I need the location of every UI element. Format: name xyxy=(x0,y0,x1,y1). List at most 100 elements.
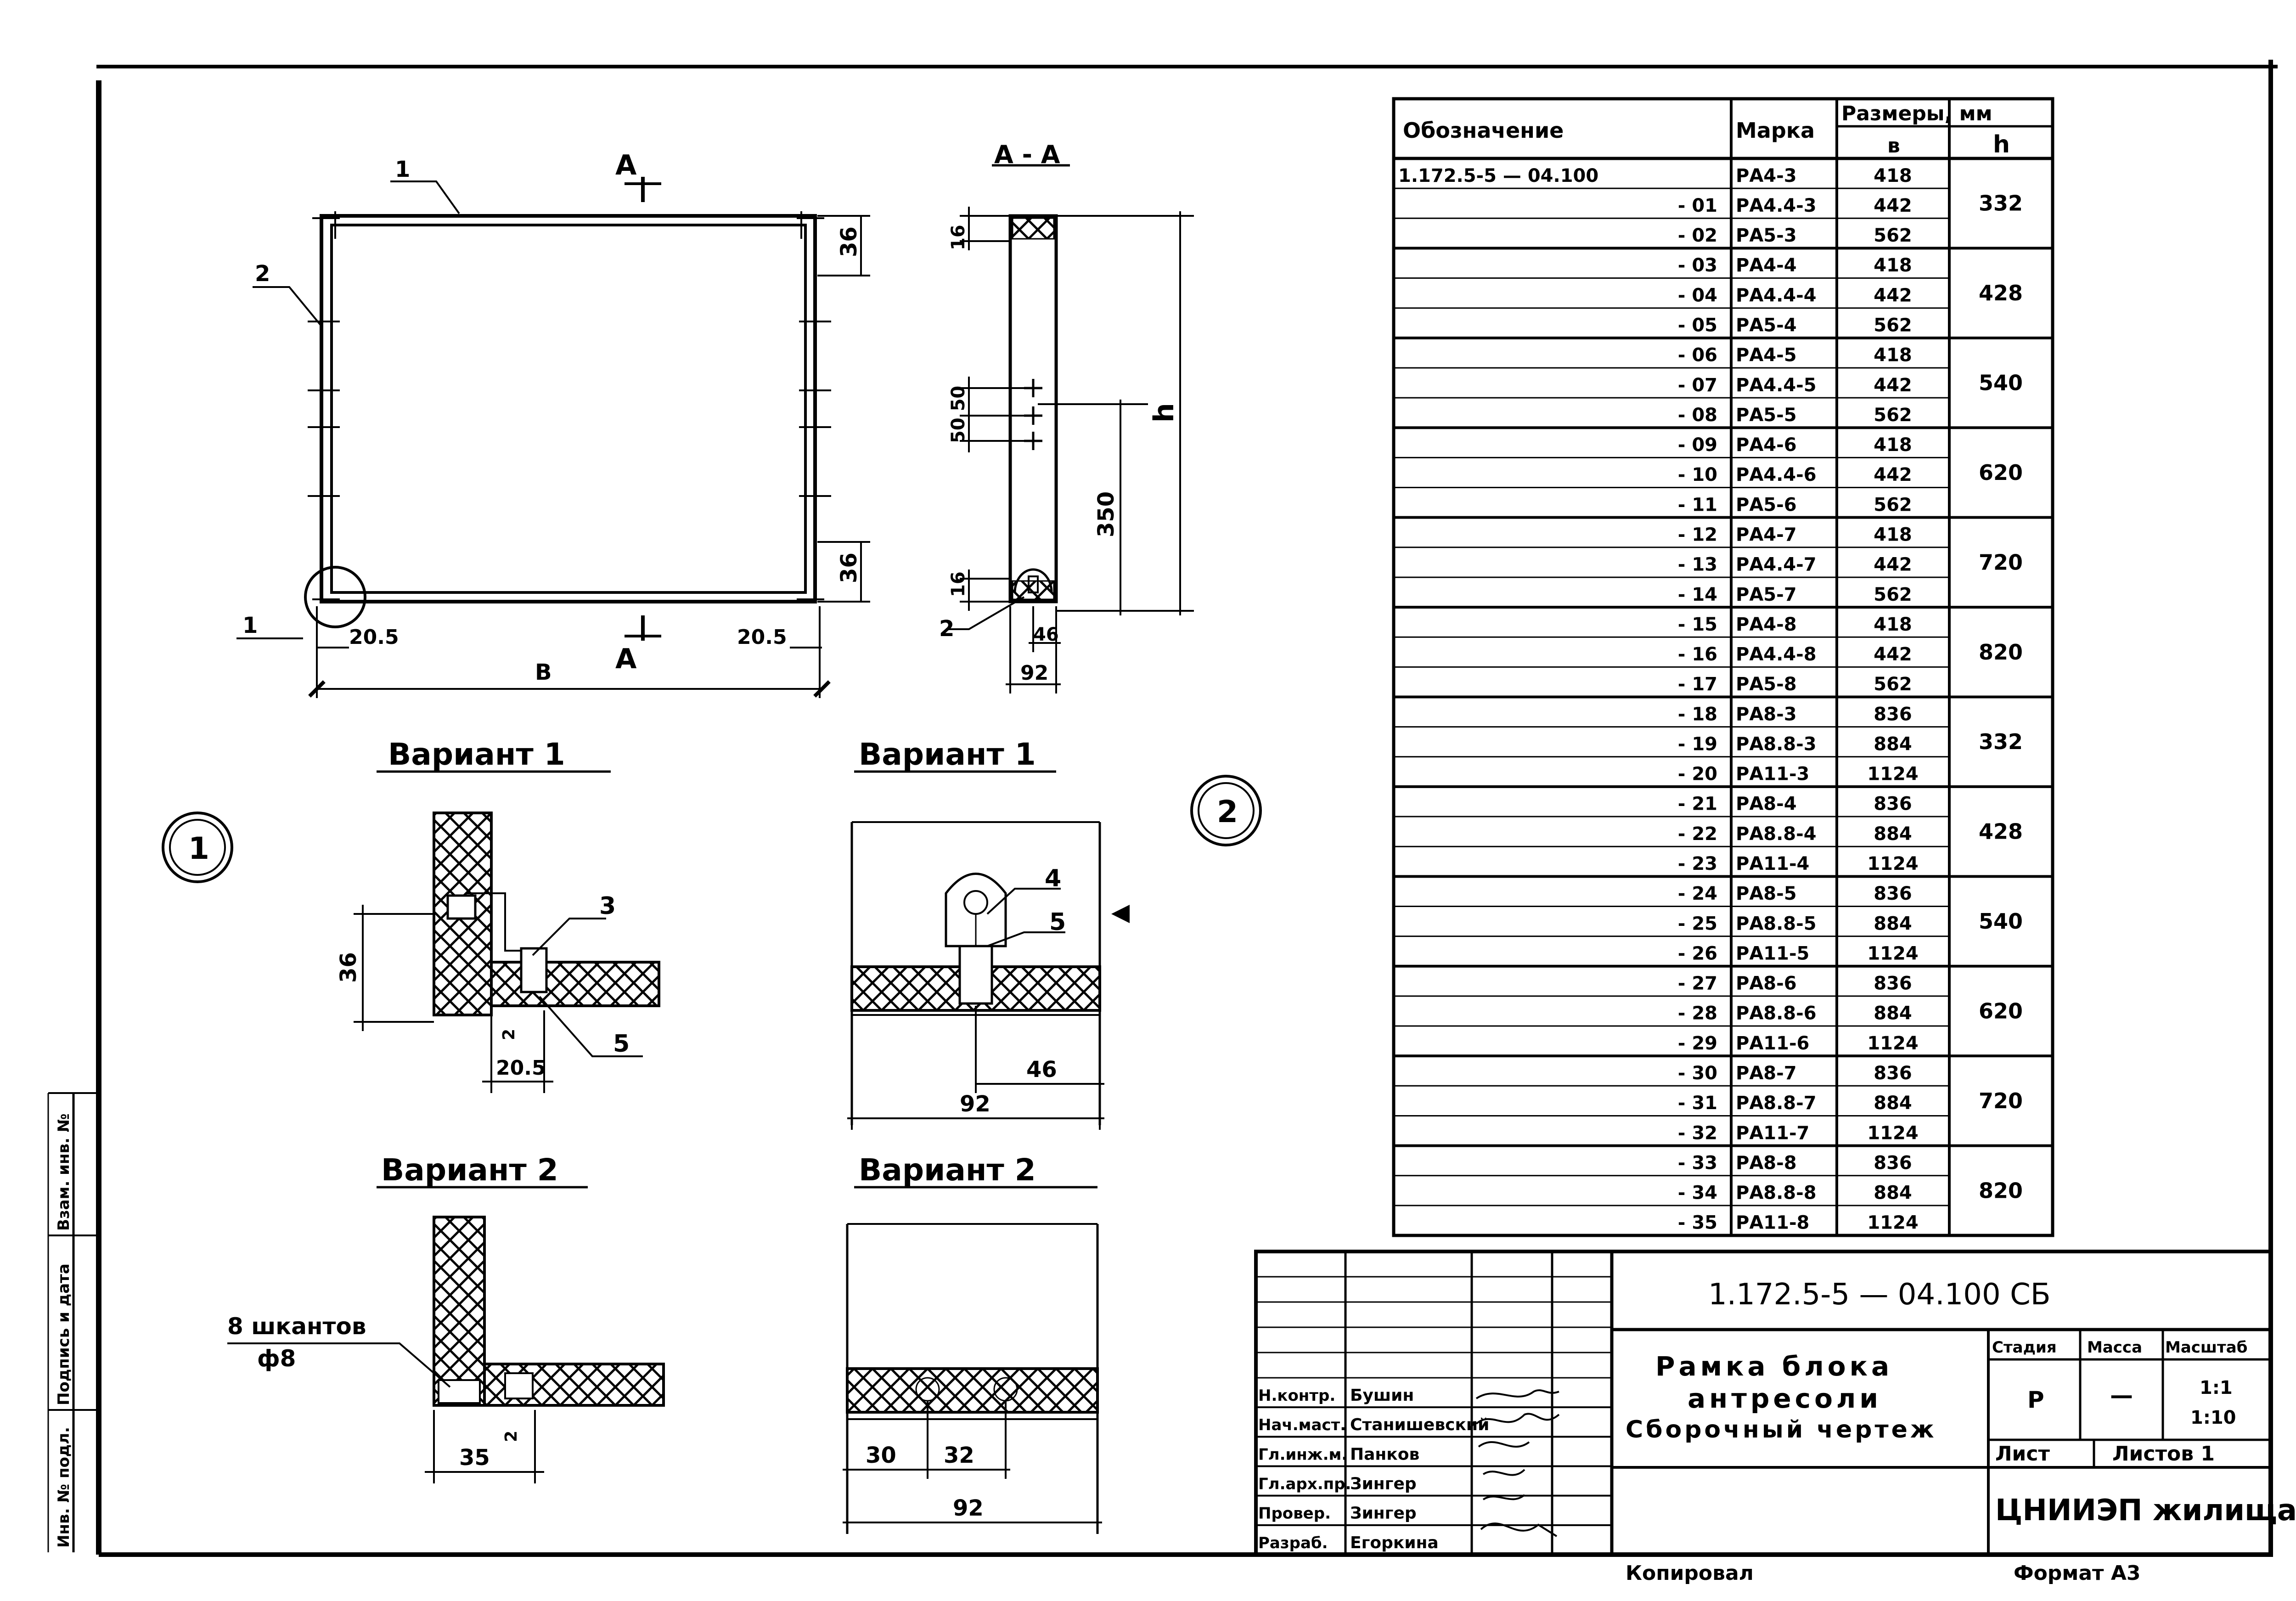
callout-5-detail2: 5 xyxy=(1049,908,1066,936)
cell-mark: РА5-5 xyxy=(1736,405,1797,426)
cell-mark: РА4-8 xyxy=(1736,614,1797,635)
detail-1-variant-1 xyxy=(162,770,660,1093)
cell-b: 1124 xyxy=(1867,764,1918,785)
title-block-text: 1.172.5-5 — 04.100 СБ Рамка блока антрес… xyxy=(1258,1278,2296,1585)
role-name: Зингер xyxy=(1350,1504,1417,1523)
sheets-label: Листов 1 xyxy=(2112,1442,2215,1466)
cell-b: 562 xyxy=(1874,225,1912,246)
cell-b: 442 xyxy=(1874,464,1912,485)
callout-3: 3 xyxy=(599,892,616,920)
cell-mark: РА4-6 xyxy=(1736,434,1797,456)
header-mark: Марка xyxy=(1736,118,1815,143)
cell-b: 418 xyxy=(1874,255,1912,276)
sheet-label: Лист xyxy=(1995,1442,2050,1466)
role-name: Егоркина xyxy=(1350,1533,1439,1552)
cell-designation: - 31 xyxy=(1678,1093,1717,1114)
cell-mark: РА5-4 xyxy=(1736,315,1797,336)
cell-b: 442 xyxy=(1874,195,1912,216)
role-name: Бушин xyxy=(1350,1386,1414,1405)
header-h: h xyxy=(1993,131,2010,158)
cell-b: 1124 xyxy=(1867,1033,1918,1054)
cell-designation: - 34 xyxy=(1678,1183,1717,1204)
cell-b: 836 xyxy=(1874,704,1912,725)
note-dowels-diameter: ф8 xyxy=(257,1345,296,1372)
drawing-name-line3: Сборочный чертеж xyxy=(1626,1416,1937,1443)
cell-h: 620 xyxy=(1979,998,2023,1023)
cell-designation: - 04 xyxy=(1678,285,1717,306)
cell-designation: - 24 xyxy=(1678,883,1717,904)
scale-label: Масштаб xyxy=(2165,1338,2247,1357)
cell-b: 884 xyxy=(1874,1003,1912,1024)
callout-5-detail1: 5 xyxy=(613,1030,630,1058)
cell-b: 836 xyxy=(1874,1152,1912,1173)
cell-mark: РА8.8-5 xyxy=(1736,913,1817,934)
cell-b: 1124 xyxy=(1867,1122,1918,1144)
dim-2-detail3: 2 xyxy=(502,1431,521,1442)
cell-mark: РА11-6 xyxy=(1736,1033,1809,1054)
cell-b: 418 xyxy=(1874,434,1912,456)
left-strip-sign-date: Подпись и дата xyxy=(55,1263,73,1405)
cell-designation: - 09 xyxy=(1678,434,1717,456)
detail-1-variant-2-title: Вариант 2 xyxy=(381,1152,558,1188)
cell-mark: РА5-8 xyxy=(1736,674,1797,695)
main-view-labels: 1 2 1 А А 36 36 20.5 20.5 B xyxy=(242,149,862,685)
role-title: Нач.маст. xyxy=(1258,1416,1346,1434)
cell-designation: - 06 xyxy=(1678,345,1717,366)
cell-mark: РА8-7 xyxy=(1736,1063,1797,1084)
dim-36-detail: 36 xyxy=(336,952,361,983)
cell-designation: - 05 xyxy=(1678,315,1717,336)
cell-designation: 1.172.5-5 — 04.100 xyxy=(1398,165,1598,186)
header-sizes: Размеры, мм xyxy=(1841,102,1992,125)
role-name: Станишевский xyxy=(1350,1415,1489,1434)
cell-h: 428 xyxy=(1979,281,2023,305)
section-aa-title: А - А xyxy=(994,140,1060,169)
cell-mark: РА4.4-8 xyxy=(1736,644,1817,665)
doc-code: 1.172.5-5 — 04.100 СБ xyxy=(1708,1278,2051,1312)
cell-designation: - 30 xyxy=(1678,1063,1717,1084)
section-aa xyxy=(946,164,1194,693)
scale-value-1: 1:1 xyxy=(2200,1377,2233,1398)
cell-mark: РА4-7 xyxy=(1736,524,1797,545)
cell-b: 1124 xyxy=(1867,853,1918,874)
cell-designation: - 26 xyxy=(1678,943,1717,964)
cell-designation: - 11 xyxy=(1678,494,1717,515)
title-block xyxy=(1254,1250,2273,1556)
detail-1-variant-1-title: Вариант 1 xyxy=(388,737,565,772)
cell-b: 442 xyxy=(1874,285,1912,306)
cell-designation: - 16 xyxy=(1678,644,1717,665)
cell-mark: РА5-7 xyxy=(1736,584,1797,605)
cell-b: 884 xyxy=(1874,913,1912,934)
dim-35: 35 xyxy=(459,1445,490,1471)
cell-designation: - 14 xyxy=(1678,584,1717,605)
mass-label: Масса xyxy=(2087,1338,2142,1357)
cell-designation: - 02 xyxy=(1678,225,1717,246)
drawing-name-line2: антресоли xyxy=(1688,1383,1882,1414)
callout-2-section: 2 xyxy=(939,616,954,642)
cell-b: 562 xyxy=(1874,494,1912,515)
cell-mark: РА8.8-8 xyxy=(1736,1183,1817,1204)
cell-b: 442 xyxy=(1874,644,1912,665)
cell-b: 836 xyxy=(1874,794,1912,815)
left-strip-inv-num: Взам. инв. № xyxy=(55,1113,73,1231)
role-title: Н.контр. xyxy=(1258,1387,1335,1405)
stage-label: Стадия xyxy=(1992,1338,2057,1357)
dim-46-detail2: 46 xyxy=(1026,1057,1057,1082)
cell-designation: - 21 xyxy=(1678,794,1717,815)
dim-50-50: 50 50 xyxy=(948,386,969,443)
header-b: в xyxy=(1887,134,1900,158)
cell-b: 418 xyxy=(1874,524,1912,545)
scale-value-2: 1:10 xyxy=(2190,1407,2236,1428)
detail-1-variant-2-labels: Вариант 2 8 шкантов ф8 35 2 xyxy=(227,1152,558,1471)
detail-2-variant-1-labels: Вариант 1 2 4 5 46 92 xyxy=(859,737,1238,1117)
role-title: Гл.инж.м. xyxy=(1258,1445,1347,1464)
detail-1-variant-2 xyxy=(227,1186,665,1483)
cell-mark: РА5-6 xyxy=(1736,494,1797,515)
organization: ЦНИИЭП жилища xyxy=(1995,1494,2296,1528)
spec-table xyxy=(1392,97,2054,1237)
cell-designation: - 13 xyxy=(1678,554,1717,575)
cell-designation: - 12 xyxy=(1678,524,1717,545)
cell-designation: - 19 xyxy=(1678,733,1717,755)
detail-1-marker: 1 xyxy=(188,831,209,866)
